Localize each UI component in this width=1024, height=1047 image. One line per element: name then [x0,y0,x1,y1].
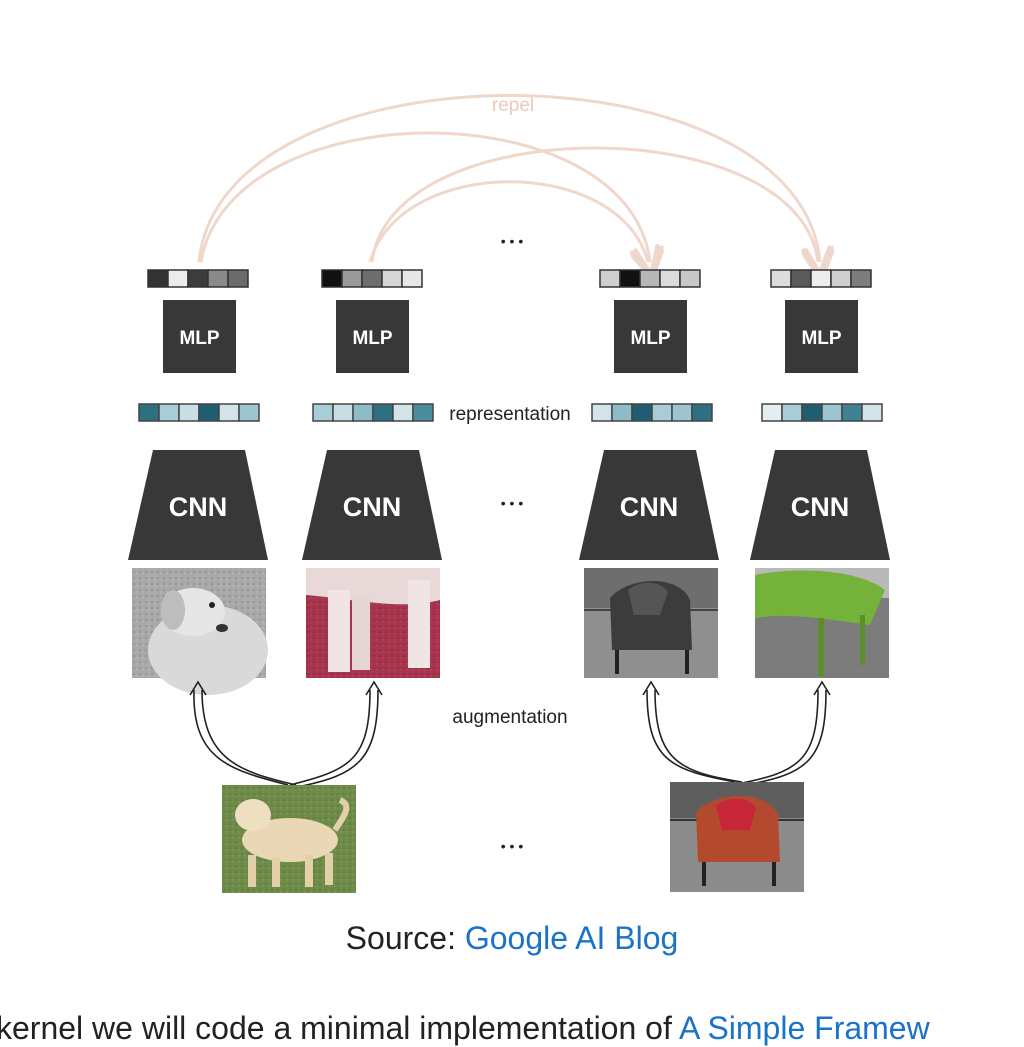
mlp-label: MLP [630,328,670,349]
representation-vector-2 [312,403,434,422]
mlp-block-3: MLP [614,300,687,373]
mlp-block-4: MLP [785,300,858,373]
representation-label: representation [449,404,570,425]
cnn-label: CNN [343,492,402,522]
augmented-image-dog-gray [132,568,268,695]
projection-vector-1 [147,269,249,288]
mlp-label: MLP [801,328,841,349]
figure-caption: Source: Google AI Blog [0,920,1024,957]
cnn-label: CNN [169,492,228,522]
cnn-label: CNN [620,492,679,522]
mlp-label: MLP [179,328,219,349]
repel-arcs [197,94,820,263]
body-text: kernel we will code a minimal implementa… [0,1010,679,1046]
cnn-block-1: CNN [128,450,268,560]
cnn-label: CNN [791,492,850,522]
representation-vector-4 [761,403,883,422]
caption-prefix: Source: [345,920,465,956]
source-image-dog [222,785,356,893]
source-image-chair [670,782,804,892]
augmented-image-chair-green [755,568,889,678]
body-paragraph: kernel we will code a minimal implementa… [0,1010,930,1047]
repel-arc-1-4 [197,94,820,263]
projection-vector-4 [770,269,872,288]
mlp-block-1: MLP [163,300,236,373]
ellipsis-bottom: • • • [501,838,524,854]
repel-arc-2-4 [370,146,818,262]
projection-vectors [147,269,872,288]
cnn-block-2: CNN [302,450,442,560]
repel-arc-2-3 [368,180,648,262]
representation-vector-3 [591,403,713,422]
cnn-block-4: CNN [750,450,890,560]
paper-link[interactable]: A Simple Framew [678,1010,930,1046]
repel-label: repel [492,95,534,116]
projection-vector-3 [599,269,701,288]
mlp-label: MLP [352,328,392,349]
repel-arc-1-3 [199,131,650,262]
projection-vector-2 [321,269,423,288]
cnn-block-3: CNN [579,450,719,560]
augmented-image-dog-red [306,568,440,678]
ellipsis-top: • • • [501,233,524,249]
augmentation-arrows [189,680,831,788]
augmented-image-chair-gray [584,568,718,678]
ellipsis-middle: • • • [501,495,524,511]
representation-vector-1 [138,403,260,422]
caption-source-link[interactable]: Google AI Blog [464,920,679,956]
augmentation-label: augmentation [452,707,567,728]
representation-vectors [138,403,883,422]
mlp-block-2: MLP [336,300,409,373]
